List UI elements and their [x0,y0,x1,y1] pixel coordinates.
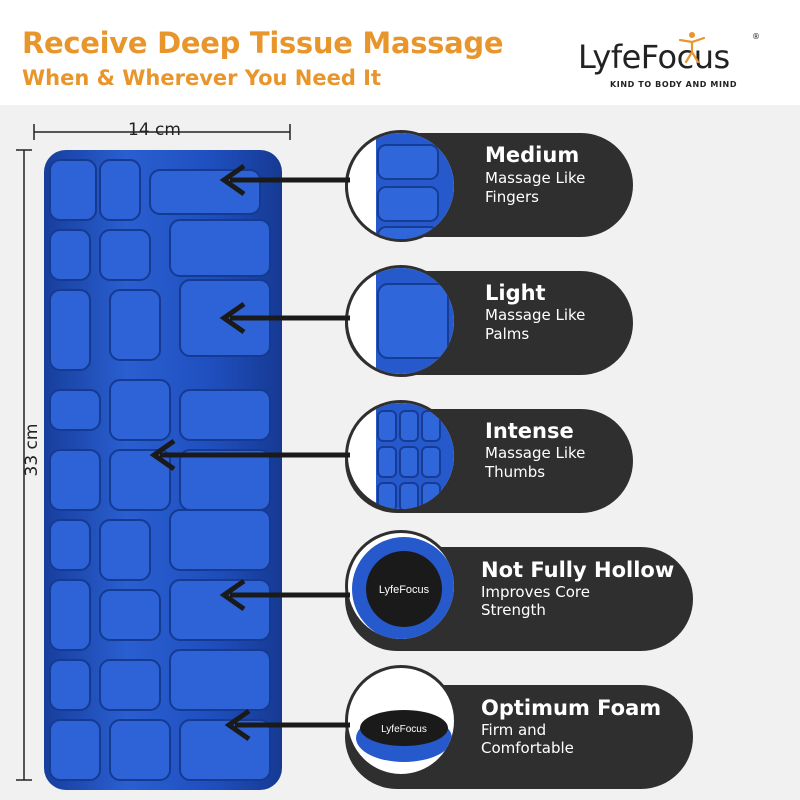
subheadline: When & Wherever You Need It [22,66,382,90]
intense-detail-circle [345,400,457,512]
brand-logo: LyfeFocus KIND TO BODY AND MIND ® [578,32,778,92]
feature-desc-line1: Massage Like [485,169,586,187]
logo-tagline: KIND TO BODY AND MIND [610,80,738,89]
feature-title: Optimum Foam [481,696,662,720]
logo-wordmark: LyfeFocus [578,38,730,76]
arrow-light-icon [219,301,350,335]
svg-text:LyfeFocus: LyfeFocus [381,724,427,735]
feature-desc-line2: Strength [481,601,546,619]
headline: Receive Deep Tissue Massage [22,26,504,60]
header: Receive Deep Tissue Massage When & Where… [0,0,800,105]
feature-desc-line2: Comfortable [481,739,574,757]
foam-roller-image [44,150,282,790]
feature-desc-line1: Firm and [481,721,547,739]
feature-title: Intense [485,419,574,443]
hollow-detail-circle: LyfeFocus [345,530,457,642]
width-dimension-label: 14 cm [128,120,181,140]
light-detail-circle [345,265,457,377]
feature-desc-line1: Massage Like [485,444,586,462]
feature-desc-line2: Palms [485,325,530,343]
registered-mark: ® [752,32,760,41]
feature-title: Medium [485,143,580,167]
feature-desc-line2: Fingers [485,188,539,206]
arrow-medium-icon [219,163,350,197]
feature-desc-line1: Massage Like [485,306,586,324]
height-dimension-label: 33 cm [22,423,42,477]
arrow-hollow-icon [219,578,350,612]
arrow-intense-icon [149,438,350,472]
feature-title: Not Fully Hollow [481,558,675,582]
logo-figure-icon [678,32,706,64]
svg-text:LyfeFocus: LyfeFocus [379,584,430,596]
feature-title: Light [485,281,546,305]
feature-desc-line1: Improves Core [481,583,590,601]
foam-detail-circle: LyfeFocus [345,665,457,777]
arrow-foam-icon [224,708,350,742]
feature-desc-line2: Thumbs [485,463,546,481]
medium-detail-circle [345,130,457,242]
